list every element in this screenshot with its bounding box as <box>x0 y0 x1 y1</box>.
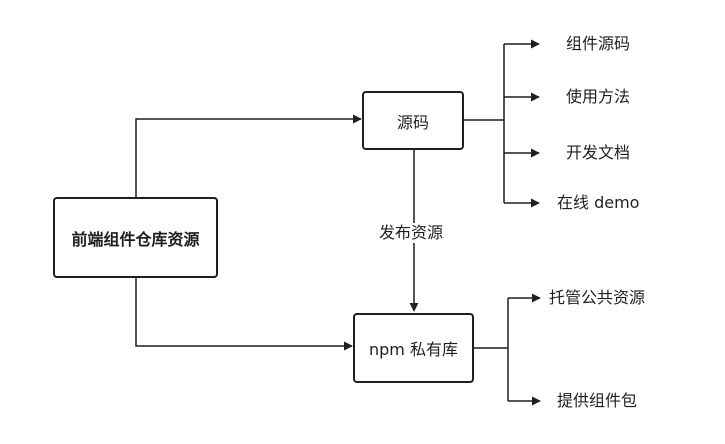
leaf-usage: 使用方法 <box>566 87 631 106</box>
npm-node: npm 私有库 <box>353 313 474 383</box>
npm-node-label: npm 私有库 <box>369 340 458 359</box>
connector-root-to-npm <box>135 278 353 351</box>
source-node-label: 源码 <box>396 112 429 132</box>
leaf-online-demo: 在线 demo <box>557 193 640 212</box>
connector-root-to-source <box>135 114 362 197</box>
leaf-component-source: 组件源码 <box>566 34 631 53</box>
leaf-dev-docs: 开发文档 <box>566 143 631 162</box>
source-node: 源码 <box>362 91 464 150</box>
publish-edge-label: 发布资源 <box>377 223 446 243</box>
root-node-label: 前端组件仓库资源 <box>71 229 200 249</box>
leaf-provide-packages: 提供组件包 <box>557 391 638 410</box>
leaf-host-resources: 托管公共资源 <box>549 288 646 307</box>
root-node: 前端组件仓库资源 <box>53 197 218 278</box>
